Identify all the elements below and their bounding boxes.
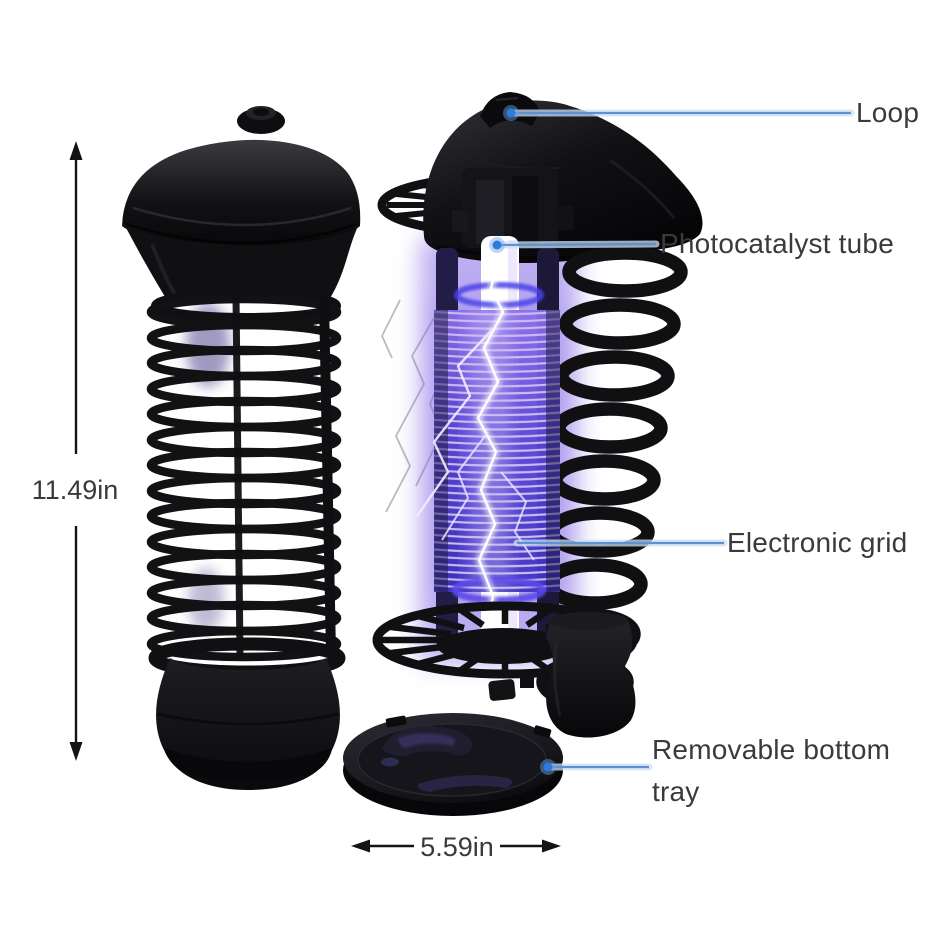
- tray-leader-dot: [543, 762, 553, 772]
- uv-tube-assembly: [416, 236, 560, 648]
- photocatalyst-leader-line: [496, 242, 657, 247]
- height-dimension-value: 11.49in: [31, 475, 119, 505]
- arrow-left-icon: [351, 839, 370, 853]
- width-dimension-value: 5.59in: [414, 831, 500, 863]
- loop-label: Loop: [856, 97, 920, 128]
- leader-dots: [489, 105, 556, 775]
- loop-leader-dot: [506, 108, 516, 118]
- center-mechanism: [452, 168, 574, 248]
- dome-cap: [122, 139, 361, 300]
- dimension-marks: [69, 141, 561, 853]
- arrow-down-icon: [69, 742, 83, 761]
- photocatalyst-tube-label: Photocatalyst tube: [660, 228, 894, 259]
- lamp-base: [156, 658, 340, 790]
- removable-bottom-tray-label: Removable bottom tray: [652, 734, 891, 807]
- bottom-tray: [343, 713, 563, 816]
- assembled-zapper: [122, 106, 361, 790]
- arrow-up-icon: [69, 141, 83, 160]
- top-knob: [237, 106, 285, 134]
- leader-lines: [489, 105, 855, 775]
- photocatalyst-leader-dot: [492, 240, 502, 250]
- cage-coil: [146, 289, 346, 679]
- exploded-zapper: [343, 92, 703, 816]
- base-cup: [546, 612, 636, 738]
- lower-fan-disc: [372, 601, 638, 701]
- arrow-right-icon: [542, 839, 561, 853]
- electronic-grid-label: Electronic grid: [727, 527, 908, 558]
